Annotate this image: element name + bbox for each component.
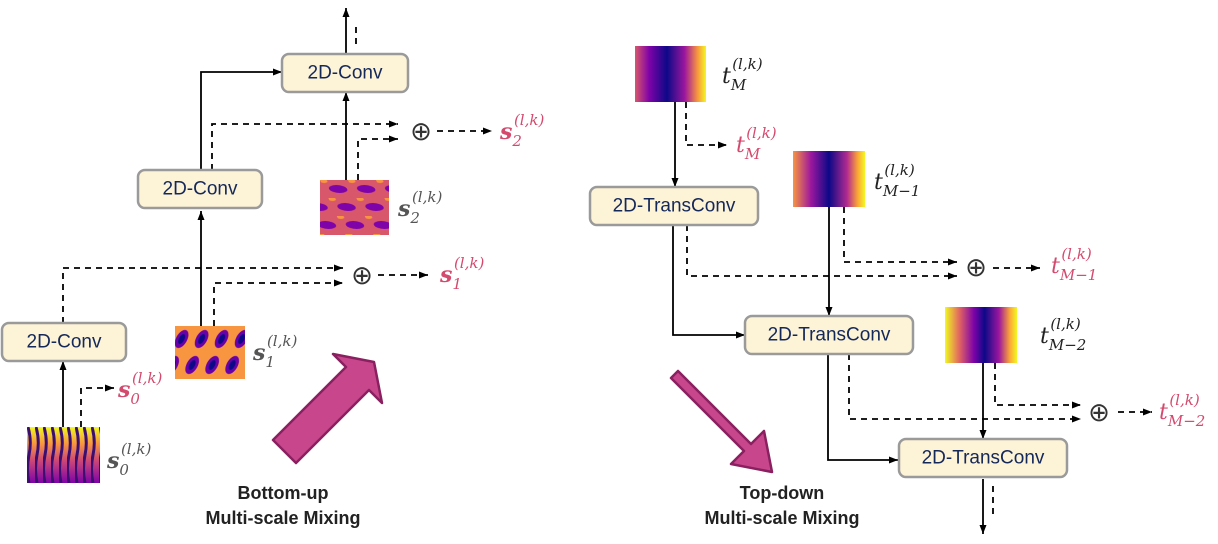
top-down-direction-icon xyxy=(669,369,774,474)
conv-box-3: 2D-Conv xyxy=(280,52,410,94)
conv-box-label: 2D-Conv xyxy=(308,63,383,84)
bottom-up-caption-line2: Multi-scale Mixing xyxy=(205,508,360,528)
dash-s2-to-sum2 xyxy=(357,135,398,180)
dash-s0-output xyxy=(80,384,114,427)
conv-box-label: 2D-Conv xyxy=(163,179,238,200)
tM1-input-label: tM−1(l,k) xyxy=(874,161,920,200)
dash-tM2-to-sum xyxy=(994,363,1081,409)
dash-tM-output xyxy=(685,102,727,149)
tM1-output-label: tM−1(l,k) xyxy=(1051,245,1097,284)
arrow-conv2-to-conv3 xyxy=(200,68,282,170)
s0-output-label: s0(l,k) xyxy=(117,369,162,408)
conv-box-2: 2D-Conv xyxy=(136,168,264,210)
s2-output-label: s2(l,k) xyxy=(499,111,544,150)
top-down-caption-line1: Top-down xyxy=(740,483,825,503)
conv-box-1: 2D-Conv xyxy=(0,321,128,363)
tM-input-label: tM(l,k) xyxy=(722,55,763,94)
tM-output-label: tM(l,k) xyxy=(736,124,777,163)
transconv-box-1: 2D-TransConv xyxy=(588,185,760,227)
tM2-output-label: tM−2(l,k) xyxy=(1159,391,1205,430)
sum-icon: ⊕ xyxy=(965,253,987,283)
s2-input-label: s2(l,k) xyxy=(397,188,442,227)
dash-trans1-to-sum xyxy=(686,225,957,280)
heatmap-tM1 xyxy=(793,151,865,207)
sum-icon: ⊕ xyxy=(1088,398,1110,428)
conv-box-label: 2D-Conv xyxy=(27,332,102,353)
heatmap-s2 xyxy=(320,180,389,235)
heatmap-s0 xyxy=(27,427,100,483)
sum-icon: ⊕ xyxy=(351,261,373,291)
dash-conv1-to-sum1 xyxy=(62,264,343,323)
transconv-box-2: 2D-TransConv xyxy=(743,314,915,356)
transconv-box-label: 2D-TransConv xyxy=(768,325,891,346)
tM2-input-label: tM−2(l,k) xyxy=(1040,315,1086,354)
arrow-trans2-to-trans3 xyxy=(827,354,898,464)
dash-conv2-to-sum2 xyxy=(211,120,398,170)
dash-trans2-to-sum xyxy=(848,354,1081,423)
top-down-caption-line2: Multi-scale Mixing xyxy=(704,508,859,528)
transconv-box-label: 2D-TransConv xyxy=(613,196,736,217)
bottom-up-direction-icon xyxy=(271,352,384,465)
transconv-box-3: 2D-TransConv xyxy=(897,437,1069,479)
s0-input-label: s0(l,k) xyxy=(106,440,151,479)
heatmap-tM2 xyxy=(945,307,1017,363)
transconv-box-label: 2D-TransConv xyxy=(922,448,1045,469)
s1-input-label: s1(l,k) xyxy=(252,332,297,371)
sum-icon: ⊕ xyxy=(410,117,432,147)
dash-s1-to-sum1 xyxy=(213,279,343,326)
heatmap-tM xyxy=(635,46,706,102)
bottom-up-caption-line1: Bottom-up xyxy=(238,483,329,503)
s1-output-label: s1(l,k) xyxy=(439,254,484,293)
dash-tM1-to-sum xyxy=(843,207,957,266)
arrow-trans1-to-trans2 xyxy=(672,225,745,339)
heatmap-s1 xyxy=(175,326,245,379)
